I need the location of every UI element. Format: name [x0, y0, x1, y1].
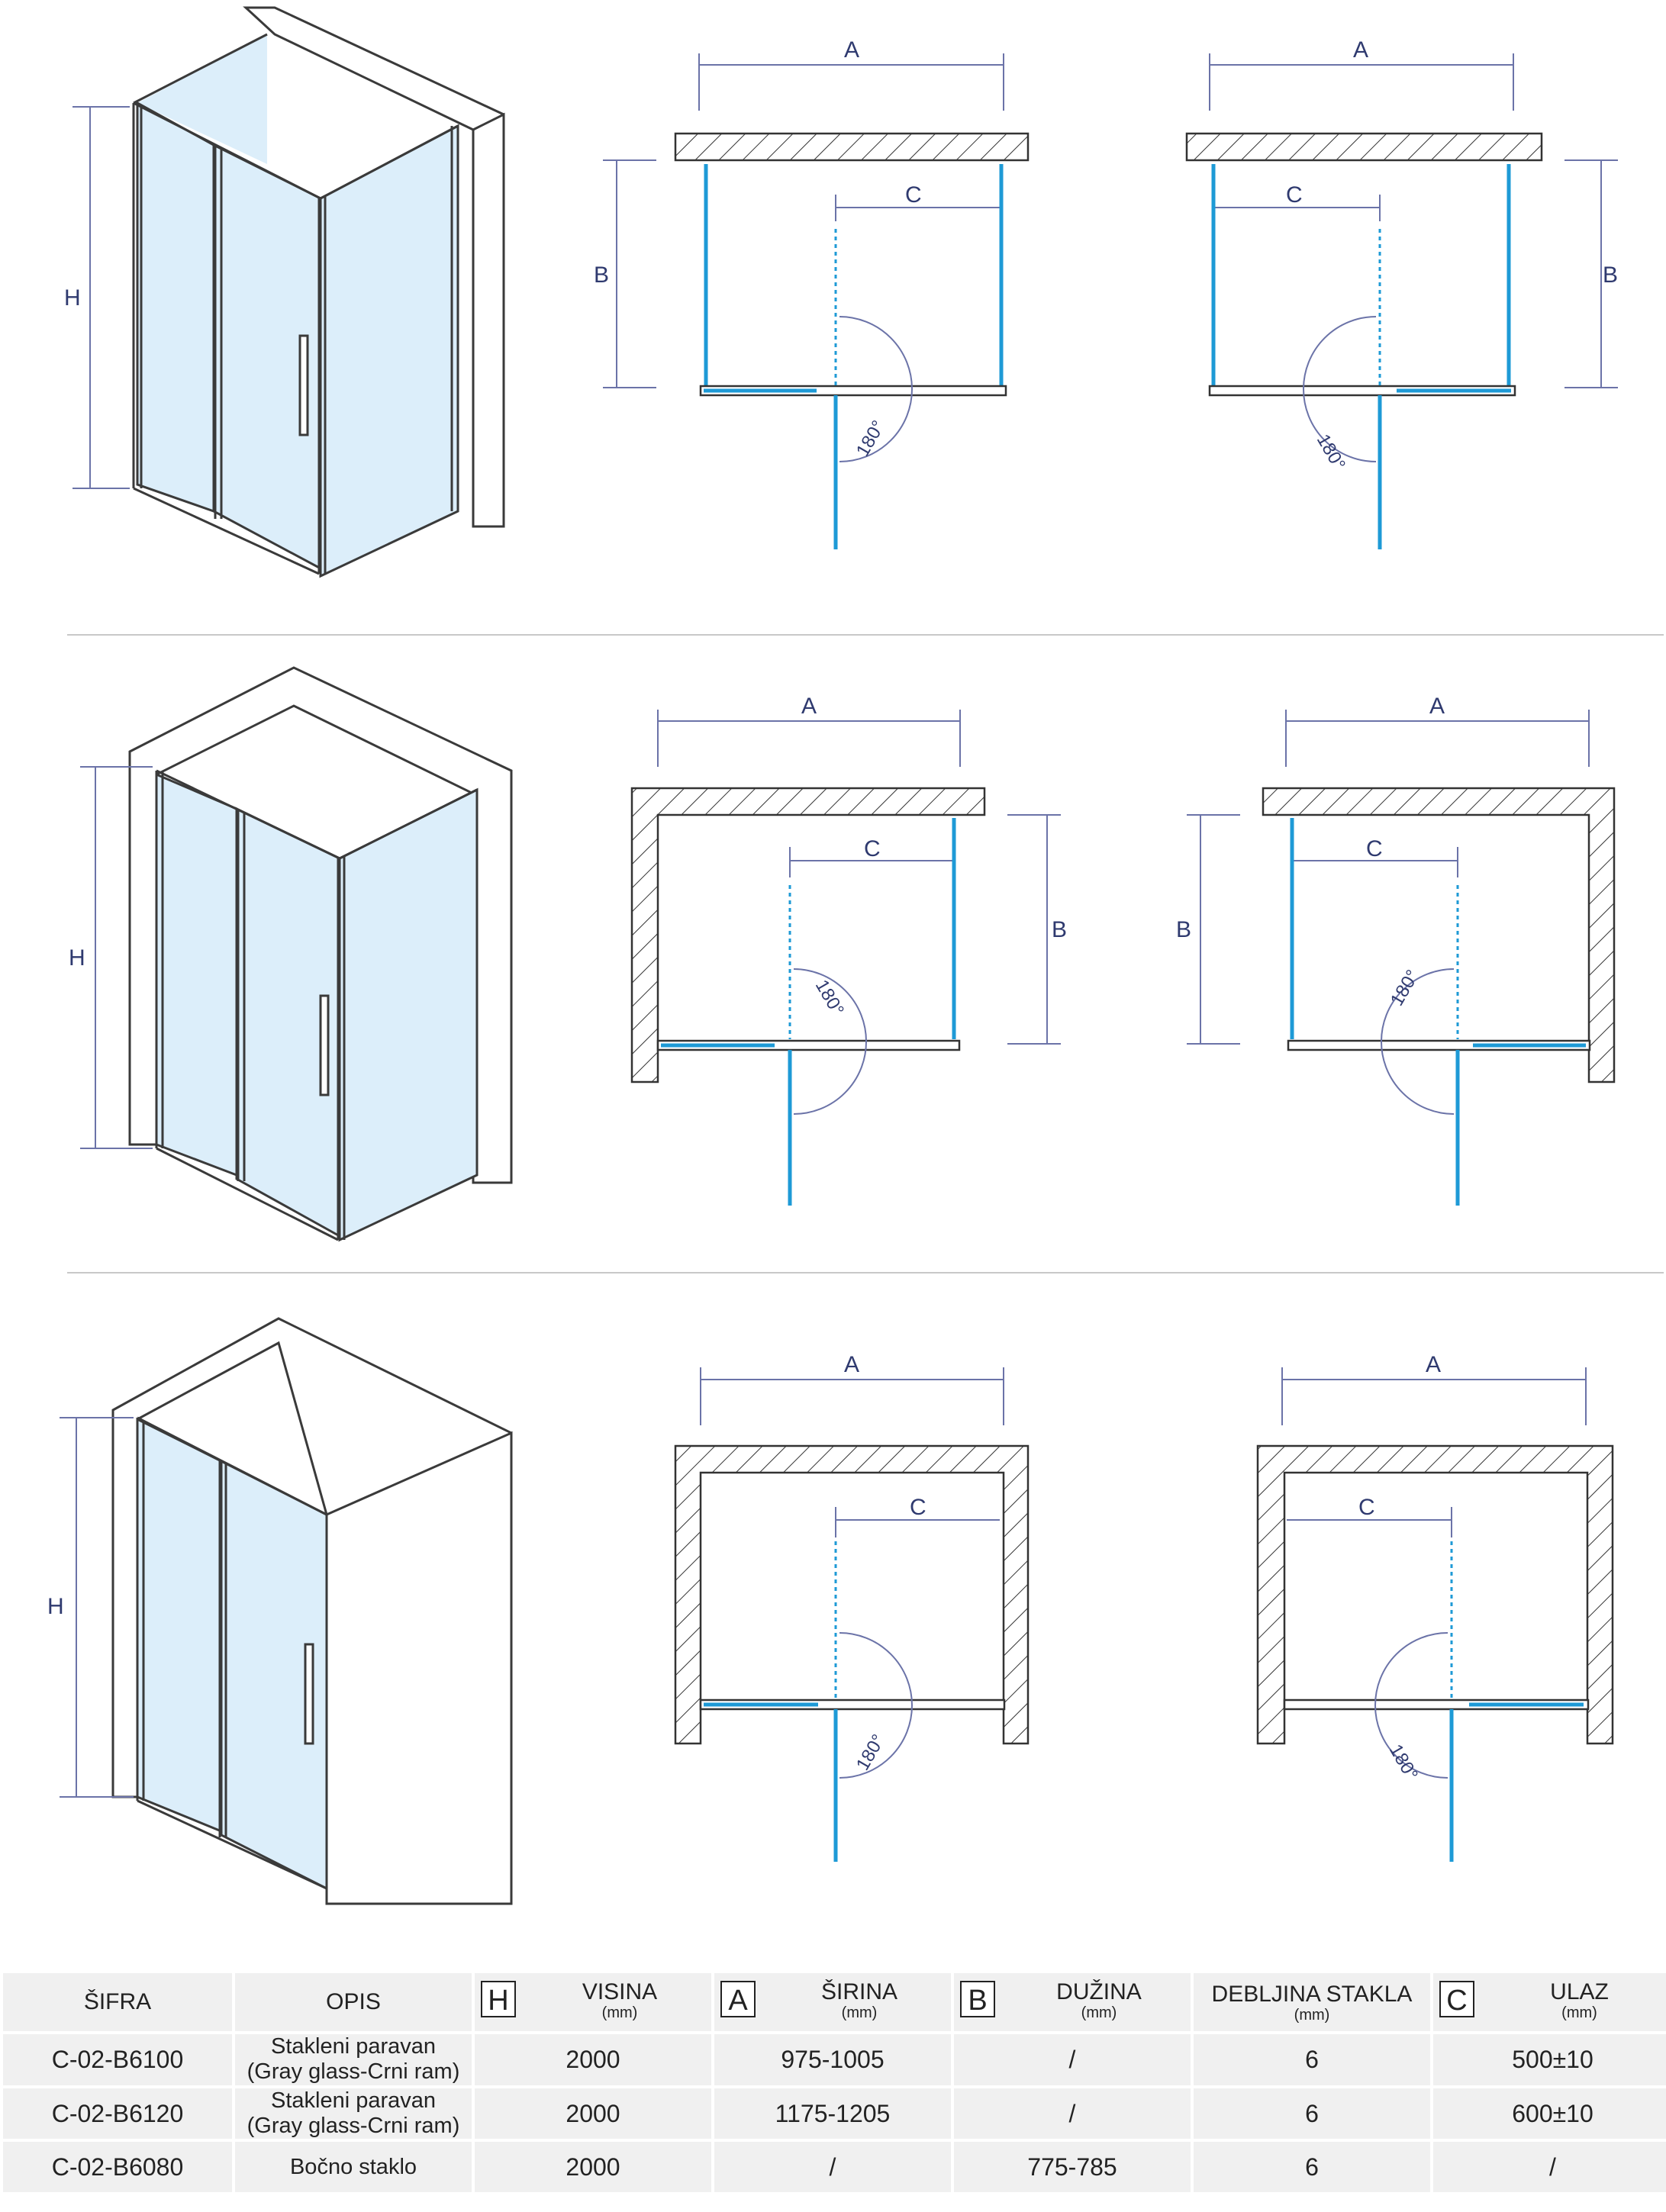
dim-a-label: A — [844, 37, 859, 63]
dim-c-label: C — [1366, 836, 1383, 861]
dim-a-label: A — [844, 1352, 859, 1377]
cell-sifra: C-02-B6100 — [3, 2034, 232, 2085]
header-duzina: B DUŽINA(mm) — [954, 1973, 1191, 2031]
letter-box-c: C — [1439, 1981, 1474, 2017]
dim-a-label: A — [801, 694, 817, 719]
angle-label: 180° — [852, 1731, 889, 1774]
dim-c-label: C — [910, 1495, 926, 1520]
angle-label: 180° — [852, 417, 889, 460]
dim-c-label: C — [1358, 1495, 1375, 1520]
spec-table: ŠIFRA OPIS H VISINA(mm) A ŠIRINA(mm) B D… — [0, 1970, 1666, 2195]
iso-view-row3 — [60, 1317, 513, 1905]
cell-debljina: 6 — [1194, 2142, 1430, 2193]
plan-row1-left — [603, 53, 1030, 549]
angle-label: 180° — [1387, 967, 1423, 1009]
cell-opis: Bočno staklo — [235, 2142, 472, 2193]
cell-visina: 2000 — [475, 2088, 711, 2140]
technical-drawing: H A B C 180° — [47, 6, 1664, 1905]
dim-b-label: B — [1176, 917, 1191, 942]
header-opis: OPIS — [235, 1973, 472, 2031]
cell-duzina: 775-785 — [954, 2142, 1191, 2193]
dim-b-label: B — [594, 262, 609, 288]
dim-c-label: C — [864, 836, 881, 861]
letter-box-a: A — [720, 1981, 756, 2017]
dim-a-label: A — [1426, 1352, 1441, 1377]
cell-visina: 2000 — [475, 2034, 711, 2085]
dim-c-label: C — [1286, 182, 1303, 208]
table-row: C-02-B6100 Stakleni paravan(Gray glass-C… — [3, 2034, 1666, 2085]
iso-view-row2 — [80, 666, 513, 1242]
cell-duzina: / — [954, 2088, 1191, 2140]
table-row: C-02-B6120 Stakleni paravan(Gray glass-C… — [3, 2088, 1666, 2140]
dim-a-label: A — [1429, 694, 1445, 719]
dim-b-label: B — [1052, 917, 1067, 942]
plan-row3-left — [674, 1367, 1030, 1862]
dim-a-label: A — [1353, 37, 1368, 63]
cell-ulaz: 600±10 — [1433, 2088, 1666, 2140]
cell-opis: Stakleni paravan(Gray glass-Crni ram) — [235, 2034, 472, 2085]
plan-row2-left — [630, 710, 1061, 1206]
letter-box-h: H — [481, 1981, 516, 2017]
plan-row1-right — [1185, 53, 1618, 549]
table-row: C-02-B6080 Bočno staklo 2000 / 775-785 6… — [3, 2142, 1666, 2193]
plan-row2-right — [1187, 710, 1616, 1206]
cell-duzina: / — [954, 2034, 1191, 2085]
cell-sirina: / — [714, 2142, 951, 2193]
angle-label: 180° — [1313, 431, 1349, 474]
cell-debljina: 6 — [1194, 2088, 1430, 2140]
cell-sirina: 975-1005 — [714, 2034, 951, 2085]
dim-h-label: H — [69, 945, 85, 971]
table-header-row: ŠIFRA OPIS H VISINA(mm) A ŠIRINA(mm) B D… — [3, 1973, 1666, 2031]
iso-view-row1 — [73, 6, 505, 578]
dim-h-label: H — [47, 1594, 64, 1619]
cell-sirina: 1175-1205 — [714, 2088, 951, 2140]
dim-c-label: C — [905, 182, 922, 208]
angle-label: 180° — [811, 977, 848, 1019]
cell-sifra: C-02-B6080 — [3, 2142, 232, 2193]
cell-debljina: 6 — [1194, 2034, 1430, 2085]
dim-h-label: H — [64, 285, 81, 311]
header-sifra: ŠIFRA — [3, 1973, 232, 2031]
header-sirina: A ŠIRINA(mm) — [714, 1973, 951, 2031]
angle-label: 180° — [1385, 1741, 1422, 1784]
cell-ulaz: / — [1433, 2142, 1666, 2193]
header-visina: H VISINA(mm) — [475, 1973, 711, 2031]
cell-visina: 2000 — [475, 2142, 711, 2193]
plan-row3-right — [1256, 1367, 1614, 1862]
letter-box-b: B — [960, 1981, 995, 2017]
cell-opis: Stakleni paravan(Gray glass-Crni ram) — [235, 2088, 472, 2140]
dim-b-label: B — [1603, 262, 1618, 288]
header-ulaz: C ULAZ(mm) — [1433, 1973, 1666, 2031]
cell-ulaz: 500±10 — [1433, 2034, 1666, 2085]
cell-sifra: C-02-B6120 — [3, 2088, 232, 2140]
header-debljina: DEBLJINA STAKLA(mm) — [1194, 1973, 1430, 2031]
